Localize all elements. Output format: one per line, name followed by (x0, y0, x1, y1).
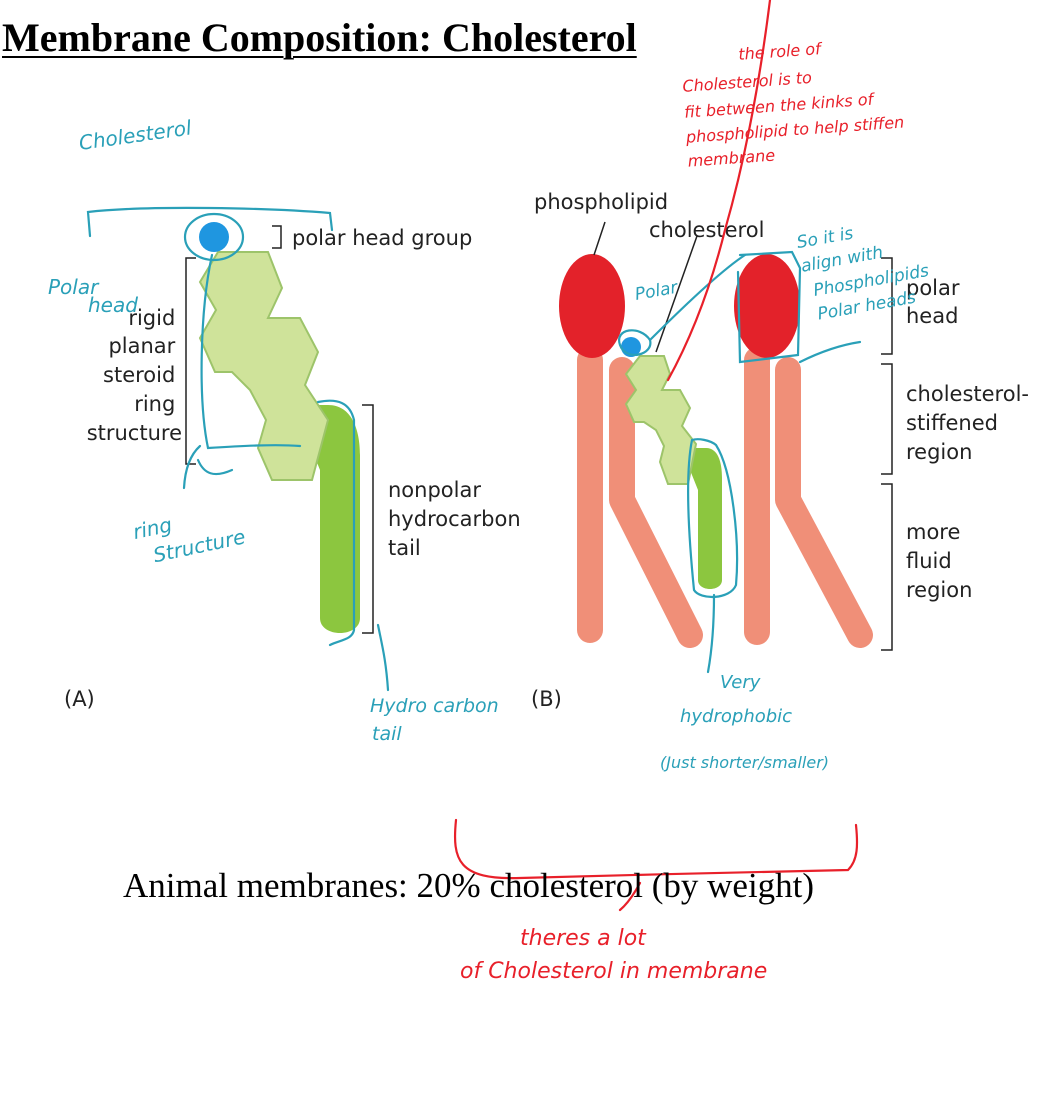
lot-of-cholesterol-annotation: theres a lot of Cholesterol in membrane (460, 926, 767, 984)
ring-label-line-4: ring (134, 392, 175, 416)
cholesterol-annotation: Cholesterol (77, 115, 193, 155)
polar-head-label: polar head (906, 276, 966, 328)
left-phospholipid-head (559, 254, 625, 358)
ring-label: rigid planar steroid ring structure (87, 306, 182, 445)
polar-head-circle (199, 222, 229, 252)
panel-a-tag: (A) (64, 687, 95, 711)
stiffened-region-label: cholesterol- stiffened region (906, 382, 1036, 464)
tail-label-line-1: nonpolar (388, 478, 481, 502)
polar-head-annotation: Polar head (48, 275, 138, 317)
slide-title: Membrane Composition: Cholesterol (2, 15, 637, 60)
tail-label: nonpolar hydrocarbon tail (388, 478, 527, 560)
right-phospholipid-head (734, 254, 800, 358)
phospholipid-label: phospholipid (534, 190, 668, 214)
role-line-1: the role of (738, 39, 824, 64)
fluid-line-3: region (906, 578, 972, 602)
steroid-ring-shape (198, 251, 330, 481)
hydrophobic-line-2: hydrophobic (680, 706, 792, 727)
ring-structure-annotation: ring Structure (131, 498, 248, 570)
tail-label-line-2: hydrocarbon (388, 507, 521, 531)
polar-head-annotation-line-2: head (88, 293, 138, 317)
right-phospholipid-tails (744, 347, 873, 648)
polar-head-annotation-line-1: Polar (48, 275, 100, 299)
small-cholesterol-rings (624, 355, 698, 485)
ring-label-line-2: planar (108, 334, 175, 358)
left-phospholipid-tails (577, 347, 703, 648)
tail-annotation: Hydro carbon tail (370, 695, 505, 745)
polar-head-group-label: polar head group (292, 226, 472, 250)
blue-annotation-strokes (86, 206, 862, 692)
hydrocarbon-tail-shape (308, 405, 360, 633)
stiffened-line-3: region (906, 440, 972, 464)
polar-head-line-1: polar (906, 276, 960, 300)
hydrophobic-line-3: (Just shorter/smaller) (660, 753, 829, 772)
panel-a-brackets (185, 225, 374, 634)
role-line-2: Cholesterol is to (682, 68, 813, 96)
tail-annotation-line-1: Hydro carbon (370, 695, 499, 717)
lot-line-1: theres a lot (520, 926, 647, 951)
tail-annotation-line-2: tail (372, 723, 402, 745)
red-annotation-strokes (453, 0, 859, 912)
role-annotation: the role of Cholesterol is to fit betwee… (679, 33, 912, 170)
hydrophobic-annotation: Very hydrophobic (Just shorter/smaller) (660, 672, 829, 772)
panel-b-pointers (593, 221, 893, 651)
stiffened-line-1: cholesterol- (906, 382, 1029, 406)
membrane-caption: Animal membranes: 20% cholesterol (by we… (123, 866, 815, 905)
ring-label-line-3: steroid (103, 363, 175, 387)
stiffened-line-2: stiffened (906, 411, 998, 435)
fluid-line-2: fluid (906, 549, 952, 573)
ring-label-line-5: structure (87, 421, 182, 445)
polar-small-annotation: Polar (633, 278, 680, 305)
ring-label-line-1: rigid (128, 306, 175, 330)
fluid-line-1: more (906, 520, 960, 544)
polar-head-line-2: head (906, 304, 958, 328)
cholesterol-label: cholesterol (649, 218, 764, 242)
small-cholesterol-tail (690, 448, 722, 589)
panel-a-cholesterol-molecule (198, 222, 360, 633)
panel-b-membrane (559, 254, 873, 648)
lot-line-2: of Cholesterol in membrane (460, 959, 767, 984)
panel-b-tag: (B) (531, 687, 562, 711)
hydrophobic-line-1: Very (720, 672, 761, 693)
role-line-5: membrane (687, 146, 776, 171)
tail-label-line-3: tail (388, 536, 421, 560)
ring-annotation-line-1: ring (131, 512, 174, 544)
fluid-region-label: more fluid region (906, 520, 972, 602)
